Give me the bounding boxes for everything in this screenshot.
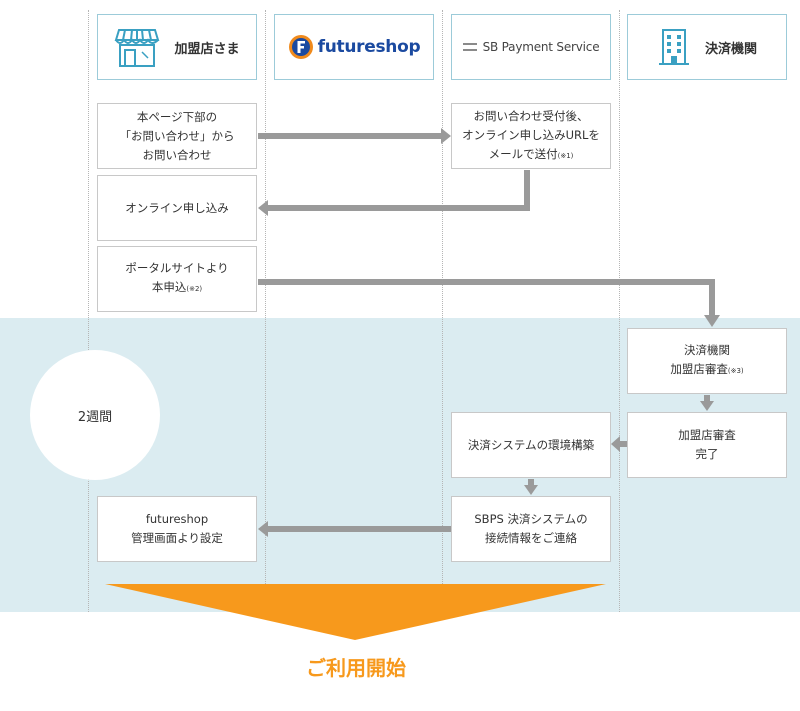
- arrow-inquiry-to-receipt-head: [441, 128, 451, 144]
- step-portal-note: (※2): [186, 285, 203, 293]
- arrow-review-down: [704, 395, 710, 402]
- result-chevron: [105, 584, 606, 640]
- arrow-contact-to-setting-head: [258, 521, 268, 537]
- building-icon: [658, 29, 689, 65]
- step-portal-apply: ポータルサイトより 本申込(※2): [97, 246, 257, 312]
- arrow-review-down-head: [700, 401, 714, 411]
- lane-divider: [619, 10, 620, 612]
- lane-divider: [88, 10, 89, 612]
- step-contact-info: SBPS 決済システムの 接続情報をご連絡: [451, 496, 611, 562]
- arrow-portal-down: [709, 279, 715, 316]
- arrow-done-to-env: [618, 441, 627, 447]
- step-futureshop-setting: futureshop 管理画面より設定: [97, 496, 257, 562]
- lane-header-sbps: SB Payment Service: [451, 14, 611, 80]
- step-online-apply: オンライン申し込み: [97, 175, 257, 241]
- step-fs-setting-text: futureshop 管理画面より設定: [131, 512, 223, 545]
- arrow-receipt-to-apply: [268, 205, 530, 211]
- step-receipt: お問い合わせ受付後、 オンライン申し込みURLを メールで送付(※1): [451, 103, 611, 169]
- arrow-portal-down-head: [704, 315, 720, 327]
- arrow-inquiry-to-receipt: [258, 133, 442, 139]
- lane-header-merchant: 加盟店さま: [97, 14, 257, 80]
- step-contact-text: SBPS 決済システムの 接続情報をご連絡: [474, 512, 588, 545]
- step-env-build: 決済システムの環境構築: [451, 412, 611, 478]
- lane-header-futureshop: futureshop: [274, 14, 434, 80]
- arrow-done-to-env-head: [611, 436, 620, 452]
- lane-label-merchant: 加盟店さま: [174, 41, 240, 57]
- arrow-receipt-to-apply-head: [258, 200, 268, 216]
- step-bank-review: 決済機関 加盟店審査(※3): [627, 328, 787, 394]
- lane-label-bank: 決済機関: [704, 41, 757, 57]
- period-circle: 2週間: [30, 350, 160, 480]
- step-env-build-text: 決済システムの環境構築: [467, 437, 595, 452]
- step-portal-text: ポータルサイトより 本申込: [125, 261, 229, 294]
- futureshop-logo-icon: [288, 35, 313, 59]
- step-inquiry-text: 本ページ下部の 「お問い合わせ」から お問い合わせ: [119, 109, 235, 162]
- period-label: 2週間: [77, 409, 113, 425]
- arrow-receipt-down: [524, 170, 530, 211]
- step-review-note: (※3): [727, 367, 744, 375]
- step-receipt-text: お問い合わせ受付後、 オンライン申し込みURLを メールで送付: [462, 108, 600, 161]
- arrow-contact-to-setting: [268, 526, 451, 532]
- storefront-icon: [115, 29, 160, 67]
- sbps-logo-icon: [462, 43, 477, 51]
- lane-divider: [442, 10, 443, 612]
- result-label: ご利用開始: [306, 656, 406, 680]
- lane-header-bank: 決済機関: [627, 14, 787, 80]
- step-review-done: 加盟店審査 完了: [627, 412, 787, 478]
- step-online-apply-text: オンライン申し込み: [125, 200, 229, 215]
- step-review-text: 決済機関 加盟店審査: [670, 343, 730, 376]
- arrow-env-down: [528, 479, 534, 486]
- step-review-done-text: 加盟店審査 完了: [678, 428, 736, 461]
- arrow-portal-right: [258, 279, 715, 285]
- lane-label-futureshop: futureshop: [317, 37, 421, 57]
- step-inquiry: 本ページ下部の 「お問い合わせ」から お問い合わせ: [97, 103, 257, 169]
- arrow-env-down-head: [524, 485, 538, 495]
- step-receipt-note: (※1): [557, 151, 574, 160]
- lane-divider: [265, 10, 266, 612]
- lane-label-sbps: SB Payment Service: [482, 40, 600, 54]
